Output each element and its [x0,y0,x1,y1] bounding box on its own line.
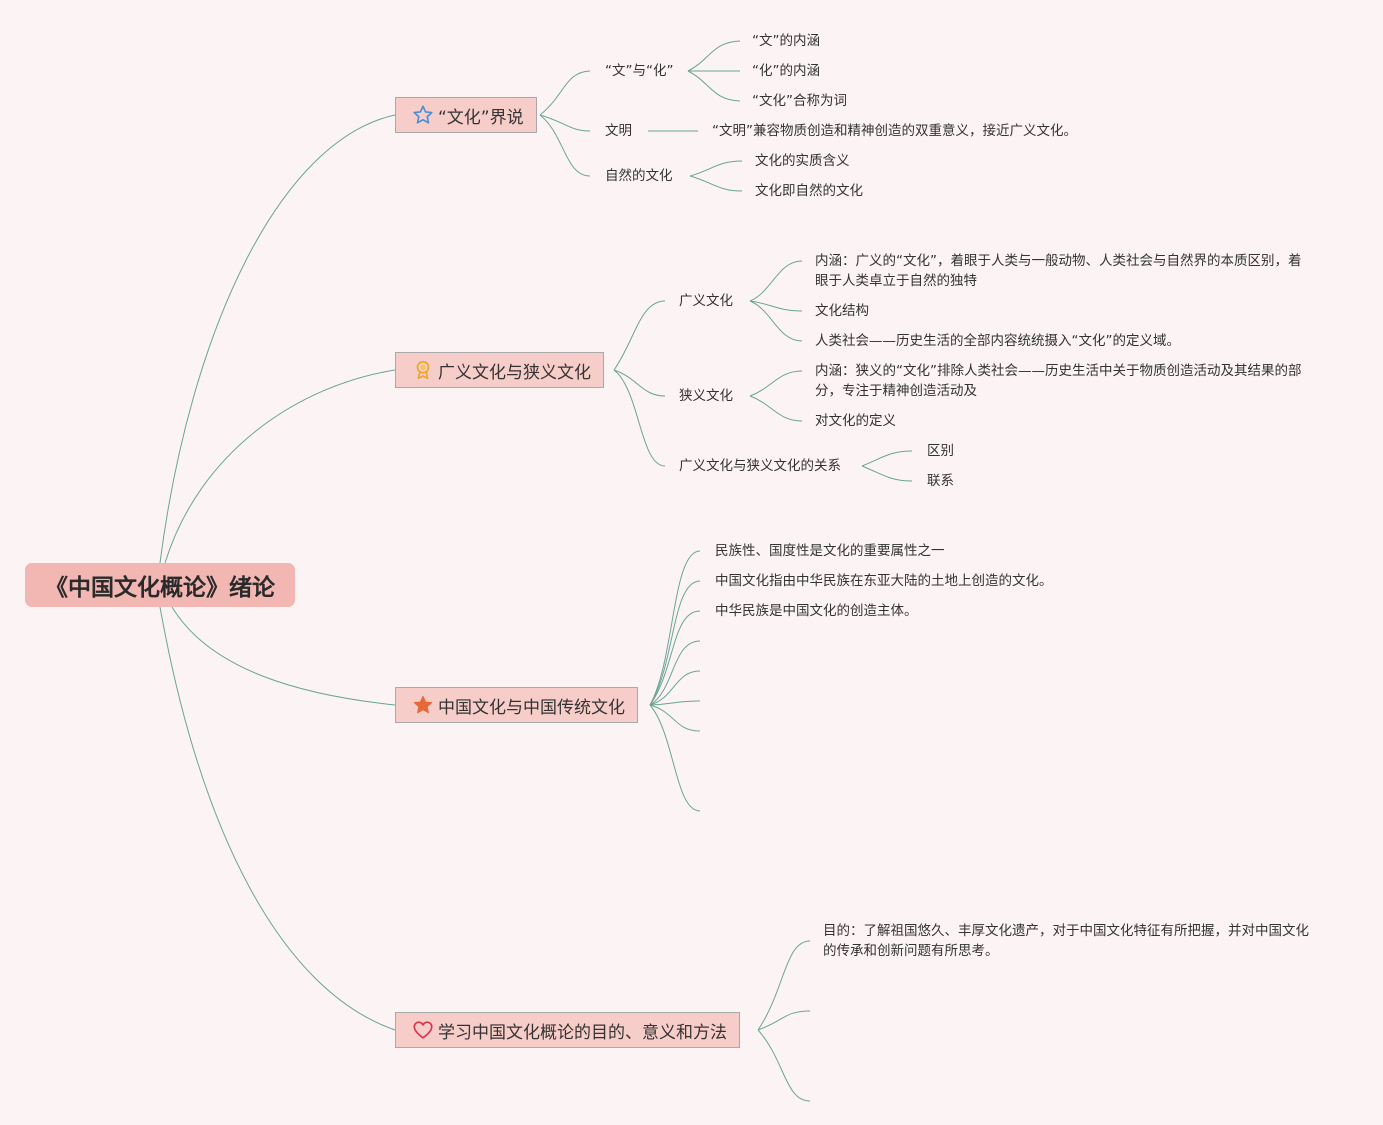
leaf-wenhua-dingyi[interactable]: 对文化的定义 [815,413,896,429]
branch-label: “文化”界说 [438,107,524,128]
leaf-ziran-de-wenhua[interactable]: 文化即自然的文化 [755,183,863,199]
leaf-xiayi-neihan[interactable]: 内涵：狭义的“文化”排除人类社会——历史生活中关于物质创造活动及其结果的部分，专… [815,363,1302,399]
branch-label: 学习中国文化概论的目的、意义和方法 [438,1022,727,1043]
star-outline-icon [412,104,434,126]
leaf-wen-neihan[interactable]: “文”的内涵 [752,33,820,49]
branch-wenhua-jieshuo[interactable]: “文化”界说 [395,97,537,133]
branch-guangyi-xiayi[interactable]: 广义文化与狭义文化 [395,352,604,388]
topic-guanxi[interactable]: 广义文化与狭义文化的关系 [679,458,841,474]
heart-outline-icon [412,1019,434,1041]
topic-wenming[interactable]: 文明 [605,123,632,139]
leaf-chuangzao-zhuti[interactable]: 中华民族是中国文化的创造主体。 [715,603,918,619]
topic-ziran-wenhua[interactable]: 自然的文化 [605,168,673,184]
topic-guangyi-wenhua[interactable]: 广义文化 [679,293,733,309]
star-filled-icon [412,694,434,716]
award-ribbon-icon [412,359,434,381]
leaf-lianxi[interactable]: 联系 [927,473,954,489]
root-topic[interactable]: 《中国文化概论》绪论 [25,563,295,607]
branch-xuexi-mudi[interactable]: 学习中国文化概论的目的、意义和方法 [395,1012,740,1048]
leaf-wenhua-heci[interactable]: “文化”合称为词 [752,93,847,109]
leaf-minzuxing[interactable]: 民族性、国度性是文化的重要属性之一 [715,543,945,559]
branch-label: 广义文化与狭义文化 [438,362,591,383]
leaf-qubie[interactable]: 区别 [927,443,954,459]
leaf-mudi[interactable]: 目的：了解祖国悠久、丰厚文化遗产，对于中国文化特征有所把握，并对中国文化的传承和… [823,923,1309,959]
leaf-guangyi-neihan[interactable]: 内涵：广义的“文化”，着眼于人类与一般动物、人类社会与自然界的本质区别，着眼于人… [815,253,1302,289]
root-topic-label: 《中国文化概论》绪论 [45,575,275,601]
leaf-shizhi-hanyi[interactable]: 文化的实质含义 [755,153,850,169]
leaf-wenming-desc[interactable]: “文明”兼容物质创造和精神创造的双重意义，接近广义文化。 [712,123,1077,139]
topic-xiayi-wenhua[interactable]: 狭义文化 [679,388,733,404]
topic-wen-yu-hua[interactable]: “文”与“化” [605,63,674,79]
leaf-wenhua-jiegou[interactable]: 文化结构 [815,303,869,319]
branch-label: 中国文化与中国传统文化 [438,697,625,718]
leaf-hua-neihan[interactable]: “化”的内涵 [752,63,820,79]
leaf-zhongguo-wenhua-dingyi[interactable]: 中国文化指由中华民族在东亚大陆的土地上创造的文化。 [715,573,1053,589]
leaf-renlei-shehui[interactable]: 人类社会——历史生活的全部内容统统摄入“文化”的定义域。 [815,333,1180,349]
branch-zhongguo-chuantong[interactable]: 中国文化与中国传统文化 [395,687,638,723]
